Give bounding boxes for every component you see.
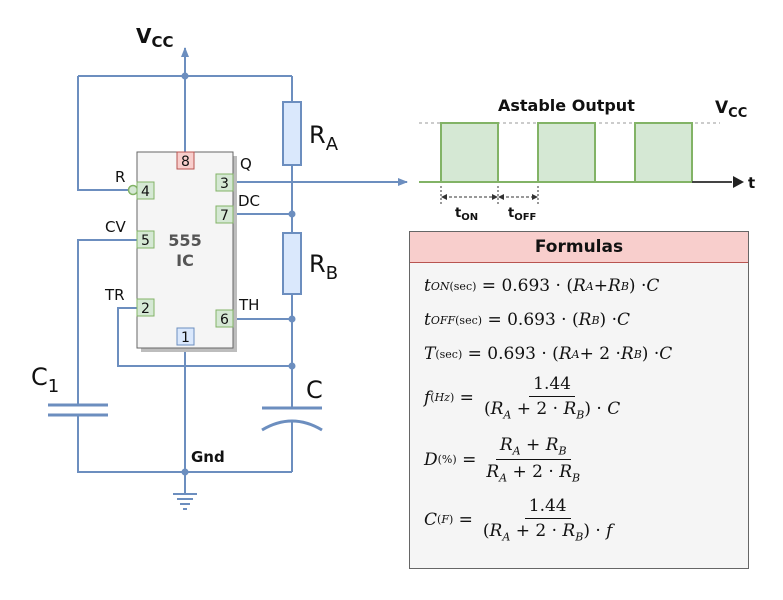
- pin-8-number: 8: [181, 154, 190, 170]
- pulse-3: [634, 122, 693, 183]
- gnd-label: Gnd: [191, 448, 225, 466]
- pin-4-number: 4: [141, 184, 150, 200]
- capacitor-c: [261, 406, 323, 432]
- resistor-rb: [282, 232, 302, 295]
- waveform-title: Astable Output: [498, 96, 635, 115]
- ra-label: RA: [309, 121, 339, 155]
- waveform-vcc-label: VCC: [715, 98, 747, 121]
- junction-dots: [181, 72, 296, 476]
- pin-7: 7: [215, 205, 234, 224]
- pin-3: 3: [215, 173, 234, 192]
- c1-label: C1: [31, 363, 59, 397]
- pin-5-number: 5: [141, 233, 150, 249]
- timing-markers: [440, 186, 539, 206]
- formula-frequency: f(Hz) = 1.44(RA + 2 · RB) · C: [424, 374, 621, 422]
- t-on-label: tON: [455, 206, 478, 223]
- pin-6-number: 6: [220, 312, 229, 328]
- pin-6: 6: [215, 309, 234, 328]
- ic-name-line2: IC: [176, 251, 194, 270]
- pin-8: 8: [176, 151, 195, 170]
- capacitor-c1: [48, 403, 108, 417]
- pin-4: 4: [136, 181, 155, 200]
- pulse-2: [537, 122, 596, 183]
- pin-2: 2: [136, 298, 155, 317]
- resistor-ra: [282, 101, 302, 166]
- pin-label-r: R: [115, 168, 125, 186]
- rb-label: RB: [309, 250, 338, 284]
- circuit-wires: [77, 47, 408, 494]
- pin-label-th: TH: [238, 296, 259, 314]
- formula-capacitance: C(F) = 1.44(RA + 2 · RB) · f: [424, 496, 613, 544]
- t-axis-label: t: [748, 174, 755, 192]
- pin-7-number: 7: [220, 208, 229, 224]
- pin-5: 5: [136, 230, 155, 249]
- pin-label-tr: TR: [104, 286, 125, 304]
- timing-arrowheads: [441, 194, 538, 200]
- pulse-1: [440, 122, 499, 183]
- pin-label-dc: DC: [238, 192, 260, 210]
- pin-label-cv: CV: [105, 218, 126, 236]
- ground-icon: [173, 493, 197, 510]
- vcc-label: VCC: [136, 24, 174, 51]
- pin-1-number: 1: [181, 330, 190, 346]
- pin-3-number: 3: [220, 176, 229, 192]
- reset-inversion-bubble: [127, 184, 139, 196]
- pin-label-q: Q: [240, 155, 252, 173]
- time-axis: [419, 176, 744, 188]
- formulas-title: Formulas: [410, 232, 748, 263]
- ic-name-line1: 555: [168, 231, 201, 250]
- pin-2-number: 2: [141, 301, 150, 317]
- t-off-label: tOFF: [508, 206, 536, 223]
- c-label: C: [306, 376, 323, 404]
- pin-1: 1: [176, 327, 195, 346]
